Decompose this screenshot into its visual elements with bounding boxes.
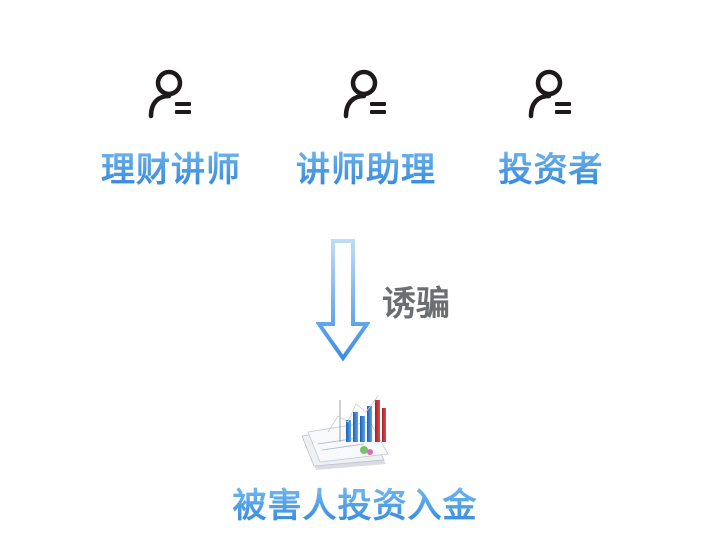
role-label: 讲师助理 — [266, 142, 466, 191]
chart-report-icon — [301, 395, 389, 470]
outcome-label: 被害人投资入金 — [0, 478, 710, 527]
user-icon — [528, 69, 571, 119]
user-icon — [148, 69, 191, 119]
role-financial-lecturer: 理财讲师 — [71, 68, 271, 191]
user-icon — [343, 69, 386, 119]
role-lecturer-assistant: 讲师助理 — [266, 68, 466, 191]
down-arrow-icon — [316, 239, 370, 362]
role-label: 理财讲师 — [71, 142, 271, 191]
role-label: 投资者 — [451, 142, 651, 191]
flow-label: 诱骗 — [382, 284, 450, 324]
role-investor: 投资者 — [451, 68, 651, 191]
